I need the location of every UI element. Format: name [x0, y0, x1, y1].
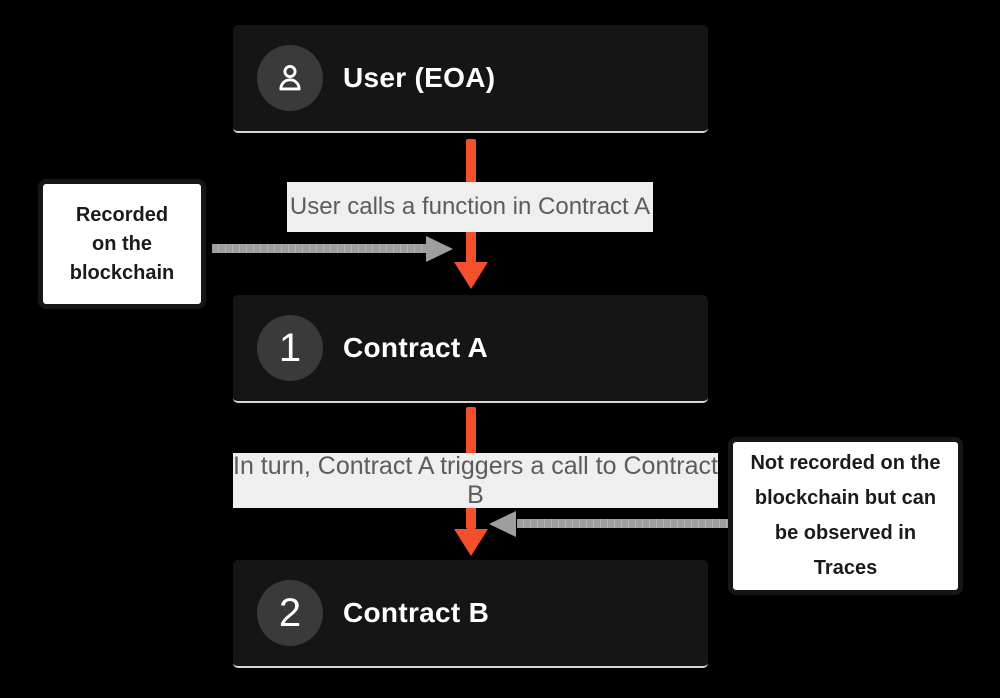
- not-recorded-annotation-arrow-line: [517, 519, 730, 528]
- arrow-user-to-contract-a-head: [454, 262, 488, 289]
- node-title-contract-a: Contract A: [343, 332, 489, 363]
- step-2-badge: 2: [257, 580, 323, 646]
- flow-label-user-calls: User calls a function in Contract A: [287, 182, 653, 232]
- user-avatar-badge: [257, 45, 323, 111]
- recorded-annotation-arrow-head: [426, 236, 453, 262]
- user-icon: [272, 60, 308, 96]
- annotation-not-recorded-traces: Not recorded on the blockchain but can b…: [728, 437, 963, 595]
- node-contract-a: 1 Contract A: [233, 295, 708, 403]
- step-1-badge: 1: [257, 315, 323, 381]
- flow-label-contract-a-triggers: In turn, Contract A triggers a call to C…: [233, 451, 718, 509]
- annotation-recorded-on-blockchain: Recorded on the blockchain: [38, 179, 206, 309]
- arrow-contract-a-to-b-head: [454, 529, 488, 556]
- node-title-user: User (EOA): [343, 62, 496, 93]
- node-user-eoa: User (EOA): [233, 25, 708, 133]
- not-recorded-annotation-arrow-head: [489, 511, 516, 537]
- recorded-annotation-arrow-line: [212, 244, 426, 253]
- node-title-contract-b: Contract B: [343, 597, 490, 628]
- node-contract-b: 2 Contract B: [233, 560, 708, 668]
